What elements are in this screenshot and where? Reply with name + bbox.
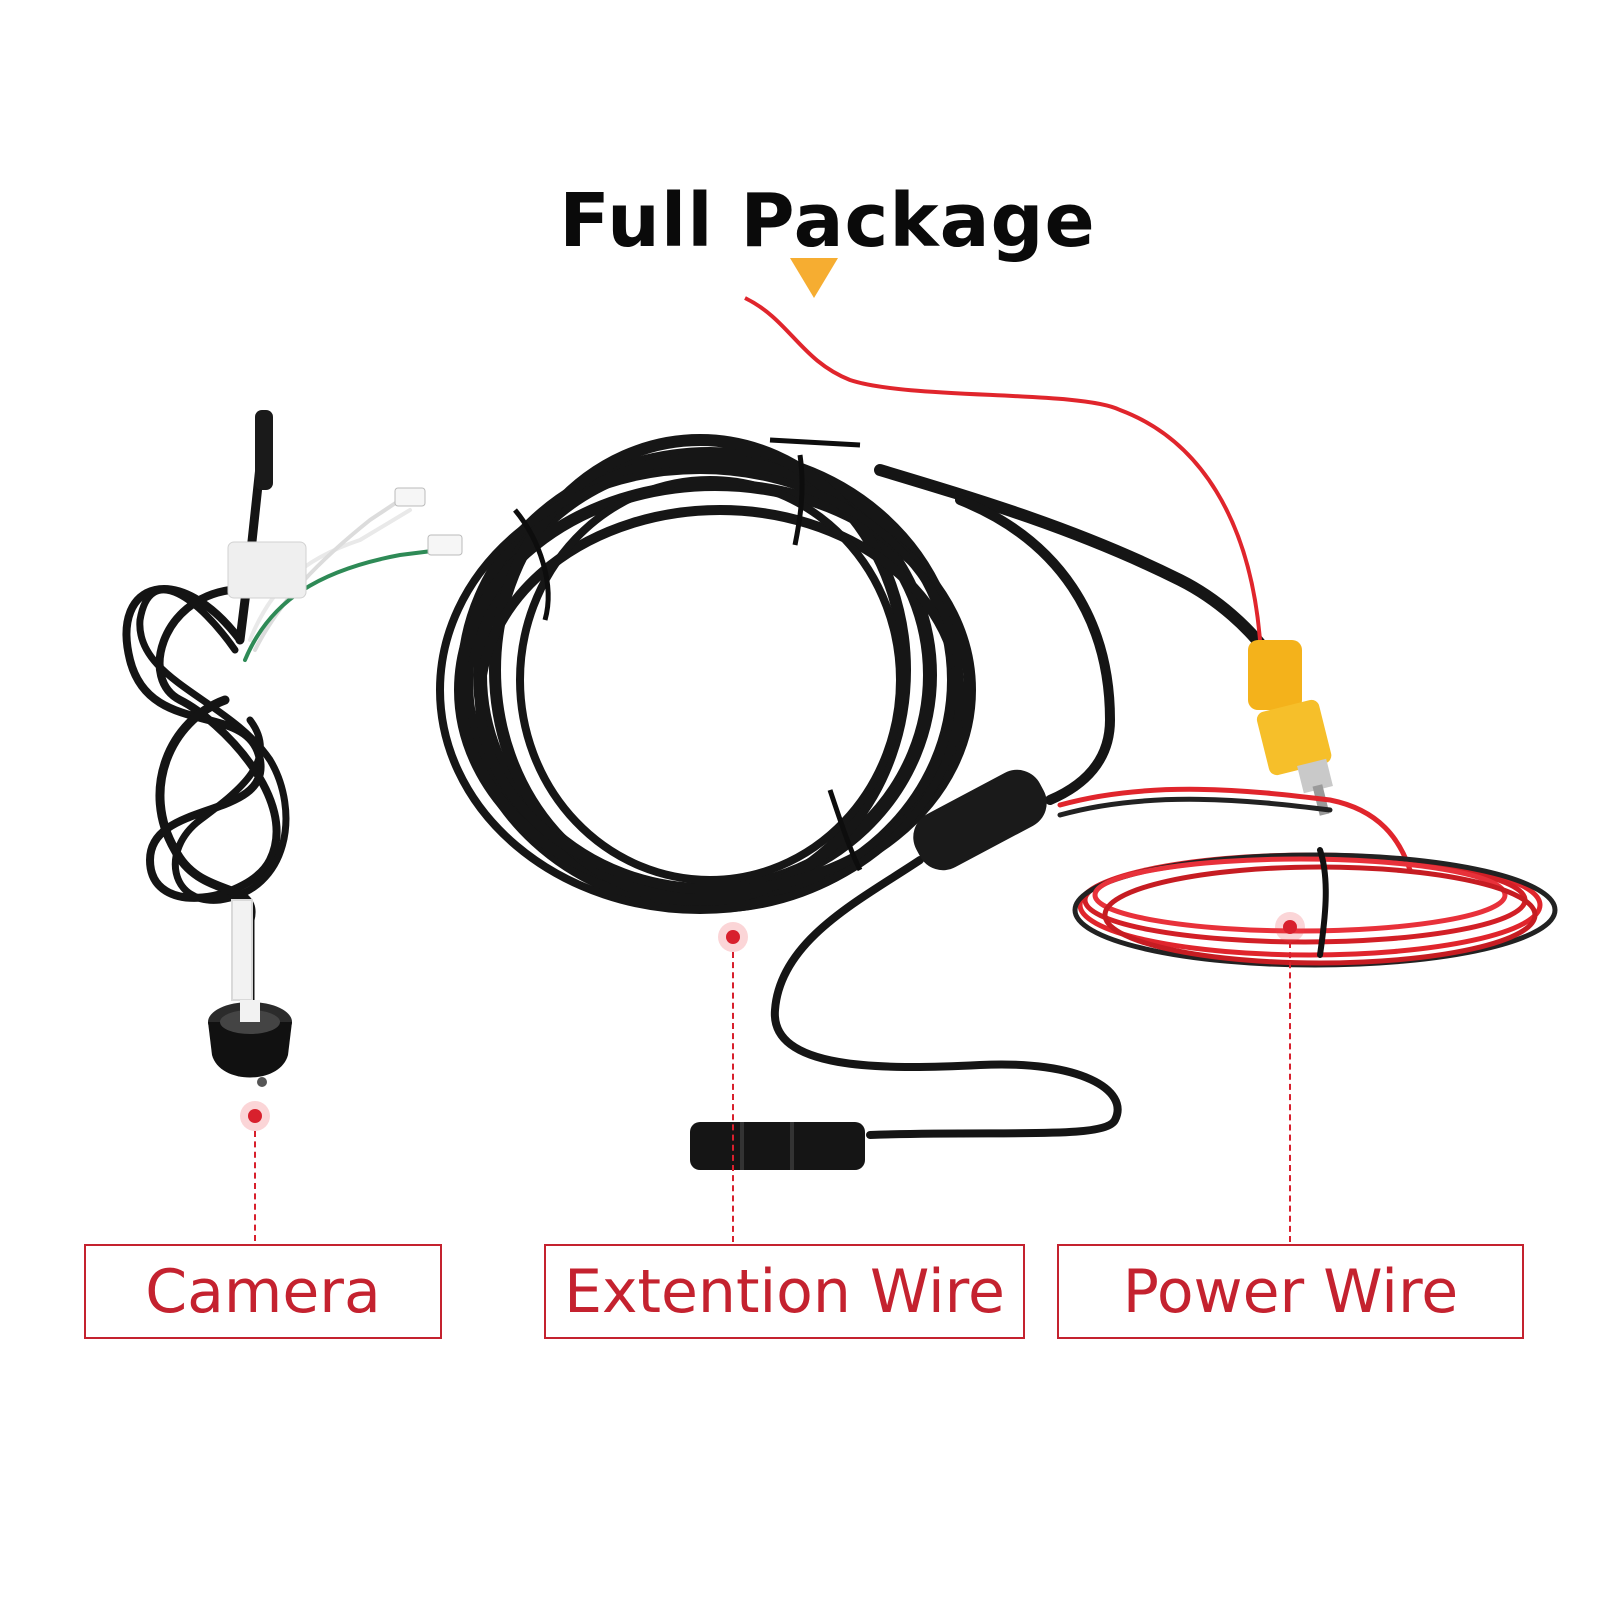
power-leader (1289, 942, 1291, 1242)
camera-cable (122, 410, 290, 1005)
extension-coil (436, 434, 976, 914)
connector-white-1 (394, 487, 426, 507)
extension-wire-label-box: Extention Wire (544, 1244, 1025, 1339)
power-wire (1057, 786, 1558, 968)
down-arrow-icon (790, 258, 838, 298)
extension-marker-icon (718, 922, 748, 952)
inline-module (913, 769, 1047, 871)
page-title: Full Package (559, 178, 1096, 264)
camera-label-box: Camera (84, 1244, 442, 1339)
trigger-wire (744, 296, 1262, 641)
camera-body (208, 1000, 292, 1087)
camera-marker-icon (240, 1101, 270, 1131)
extension-leader (732, 952, 734, 1242)
extension-tails (770, 464, 1271, 1139)
extension-wire-label: Extention Wire (564, 1256, 1005, 1327)
rca-connector (1248, 640, 1333, 816)
power-wire-label: Power Wire (1122, 1256, 1459, 1327)
camera-leader (254, 1131, 256, 1241)
cable-ties (513, 437, 863, 872)
extension-plug (690, 1122, 865, 1170)
camera-label: Camera (145, 1256, 381, 1327)
connector-white-2 (427, 534, 463, 556)
cable-tag (227, 541, 307, 599)
power-wire-label-box: Power Wire (1057, 1244, 1524, 1339)
power-marker-icon (1275, 912, 1305, 942)
